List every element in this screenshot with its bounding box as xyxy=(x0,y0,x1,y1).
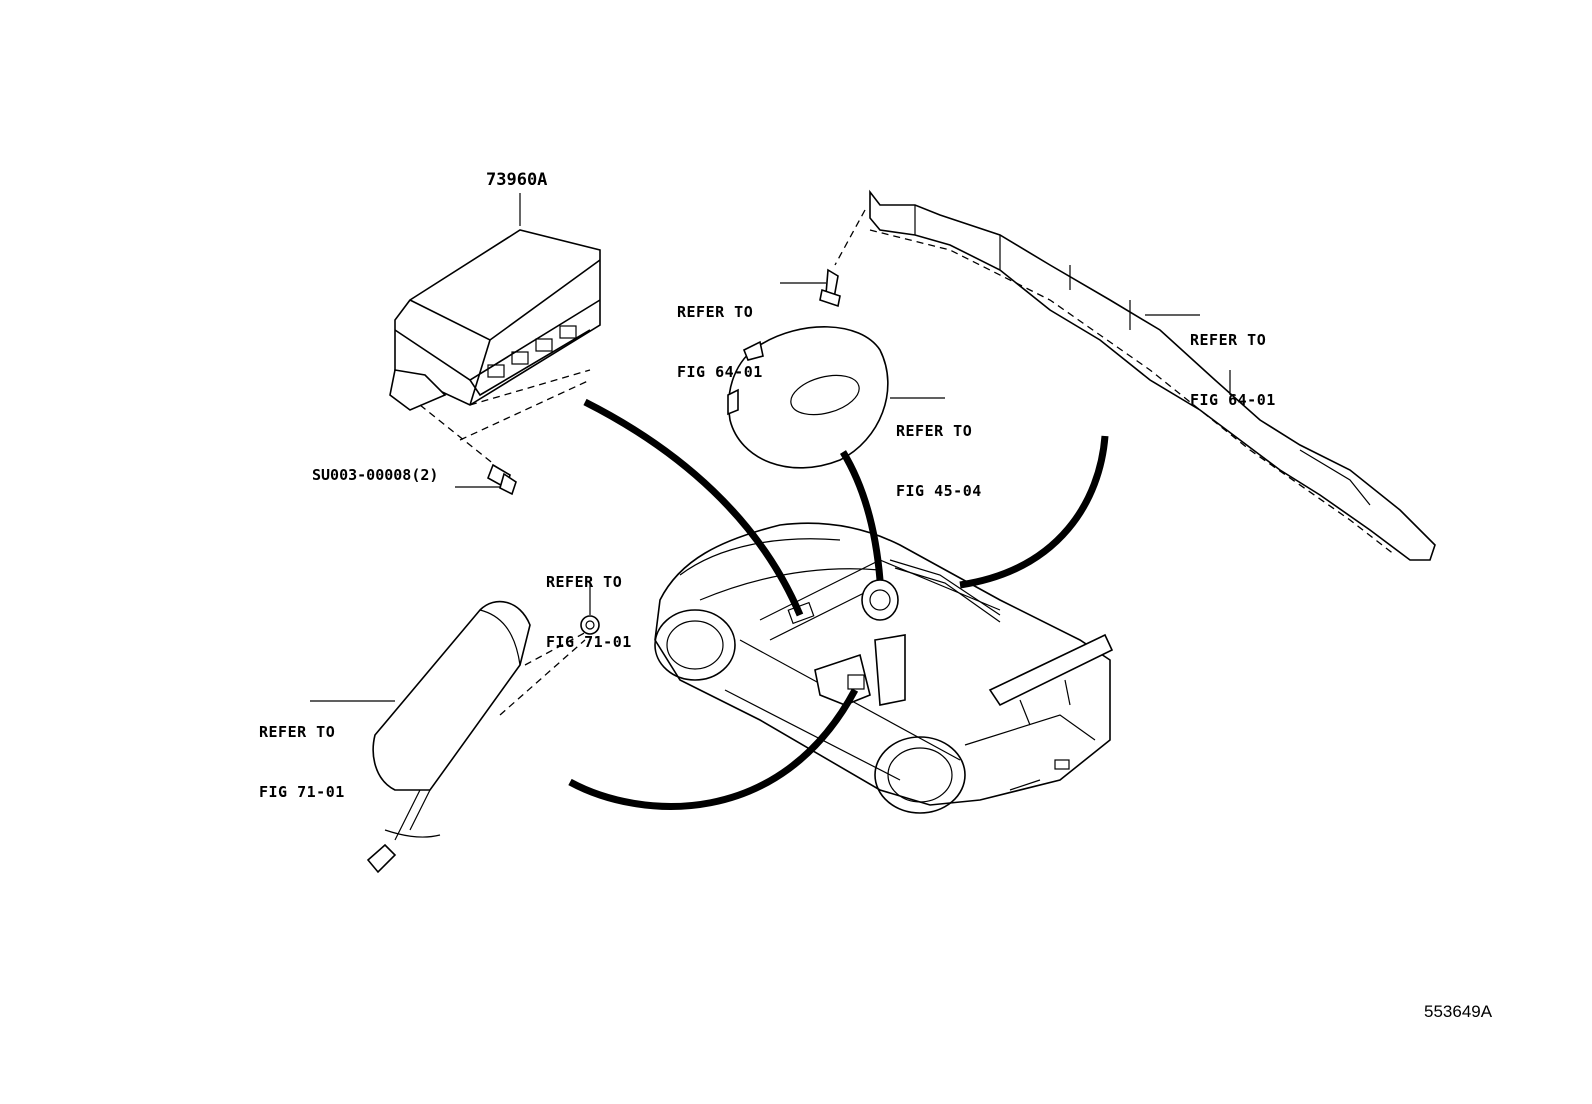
refer-to-text: REFER TO xyxy=(896,422,973,440)
refer-label-nut: REFER TO FIG 71-01 xyxy=(546,532,632,672)
refer-to-text: REFER TO xyxy=(259,723,336,741)
fig-71-01-text: FIG 71-01 xyxy=(546,633,632,651)
refer-label-side-airbag: REFER TO FIG 71-01 xyxy=(259,682,345,822)
refer-to-text: REFER TO xyxy=(677,303,754,321)
steering-wheel-pad xyxy=(727,326,945,469)
curtain-shield-airbag xyxy=(834,189,1436,561)
refer-label-steering-pad: REFER TO FIG 45-04 xyxy=(896,381,982,521)
bolt-su003 xyxy=(455,463,517,496)
refer-to-text: REFER TO xyxy=(1190,331,1267,349)
side-airbag-nut xyxy=(580,583,600,635)
refer-label-curtain-airbag: REFER TO FIG 64-01 xyxy=(1190,290,1276,430)
curtain-airbag-clip xyxy=(780,268,841,308)
part-number-passenger-airbag: 73960A xyxy=(486,170,548,190)
illustration-number: 553649A xyxy=(1424,1002,1493,1021)
fig-45-04-text: FIG 45-04 xyxy=(896,482,982,500)
fig-64-01-text: FIG 64-01 xyxy=(1190,391,1276,409)
refer-label-clip: REFER TO FIG 64-01 xyxy=(677,262,763,402)
passenger-airbag-module xyxy=(389,193,601,466)
callout-arcs xyxy=(568,398,1109,810)
part-number-bolt: SU003-00008(2) xyxy=(312,466,439,484)
refer-to-text: REFER TO xyxy=(546,573,623,591)
fig-64-01-text: FIG 64-01 xyxy=(677,363,763,381)
fig-71-01-text: FIG 71-01 xyxy=(259,783,345,801)
vehicle-outline xyxy=(654,522,1114,814)
front-seat-side-airbag xyxy=(310,600,591,874)
